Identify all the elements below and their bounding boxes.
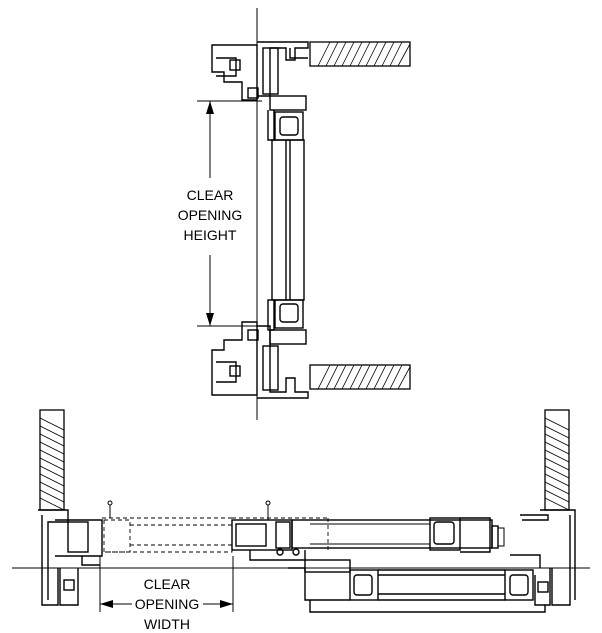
horizontal-section: [12, 409, 590, 613]
fixed-sash-upper: [291, 517, 505, 553]
width-dimension: [100, 600, 233, 608]
sash-profile: [267, 110, 305, 331]
clear-opening-height-label-3: HEIGHT: [184, 227, 237, 243]
left-jamb-profile: [38, 509, 103, 606]
clear-opening-width-label-1: CLEAR: [144, 576, 191, 592]
open-sash-ghost: [101, 500, 329, 553]
left-wall-hatched: [39, 409, 65, 511]
sliding-sash-lower: [288, 559, 546, 613]
meeting-rail-profile: [231, 500, 306, 561]
head-frame-profile: [211, 41, 309, 111]
top-wall-hatched: [309, 41, 411, 67]
clear-opening-height-label-1: CLEAR: [187, 187, 234, 203]
height-dimension: [206, 101, 214, 326]
bottom-wall-hatched: [309, 364, 411, 390]
clear-opening-width-label-3: WIDTH: [144, 616, 190, 632]
sill-frame-profile: [211, 321, 309, 399]
clear-opening-height-label-2: OPENING: [178, 207, 243, 223]
right-jamb-profile: [510, 509, 576, 606]
clear-opening-width-label-2: OPENING: [135, 596, 200, 612]
vertical-section: [197, 8, 411, 420]
right-wall-hatched: [544, 409, 570, 511]
